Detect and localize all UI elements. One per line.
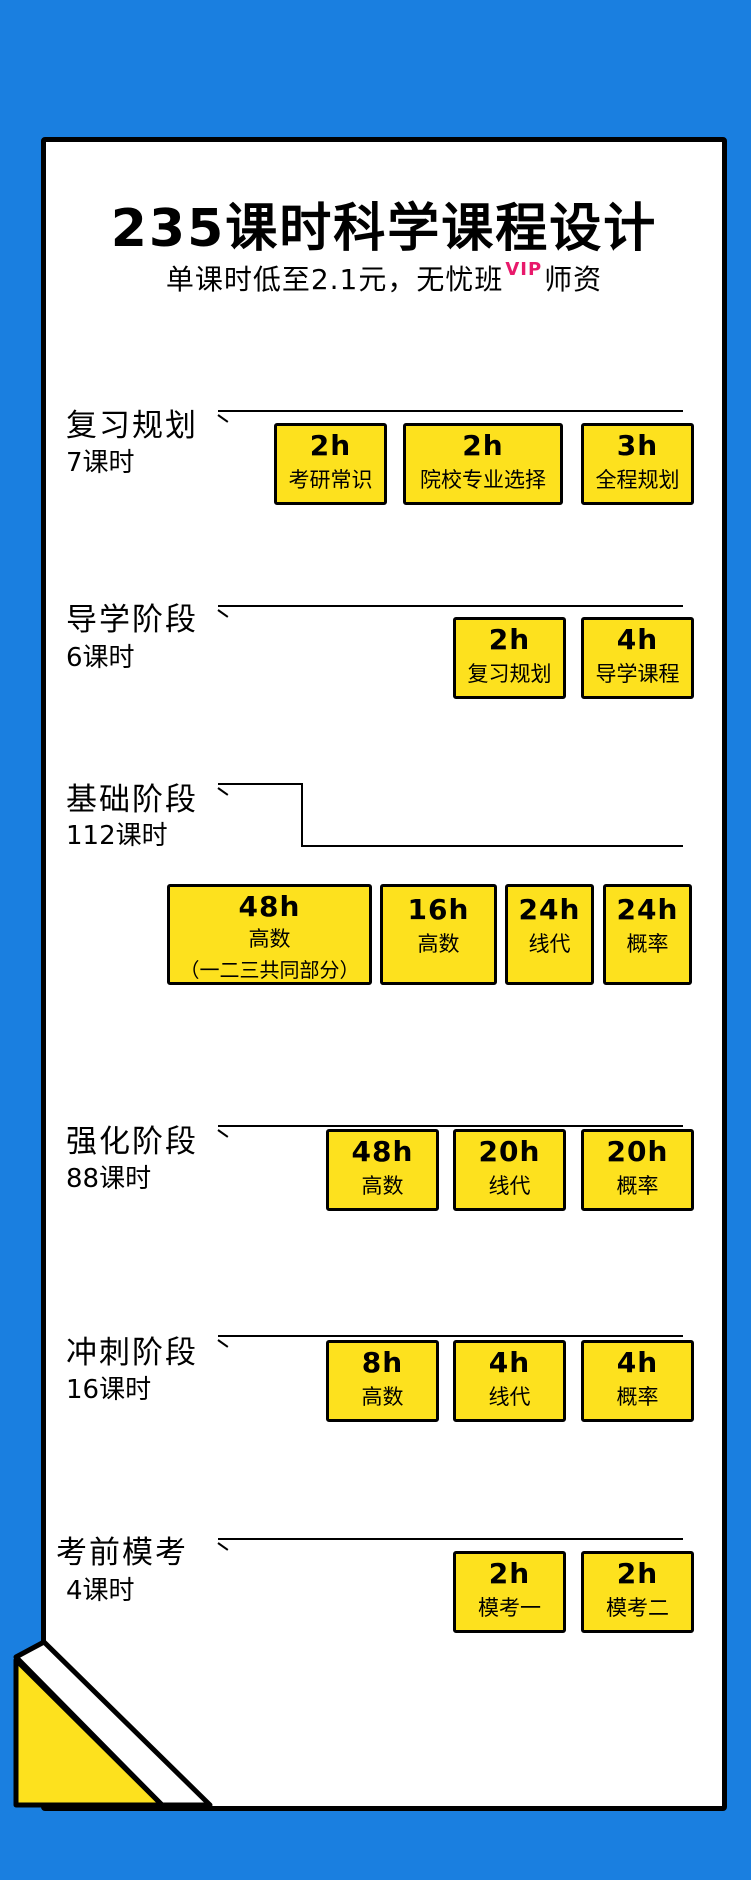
item-name: 线代 <box>528 932 571 956</box>
basic-item-prob: 24h 概率 <box>603 884 692 985</box>
stage-basic-line-step <box>301 783 303 846</box>
stage-strengthen-line <box>218 1125 683 1127</box>
item-name: 高数 <box>361 1174 404 1198</box>
basic-item-math-common: 48h 高数 （一二三共同部分） <box>167 884 372 985</box>
item-name: 模考一 <box>478 1596 541 1620</box>
guide-item-course: 4h 导学课程 <box>581 617 694 699</box>
stage-mock-line <box>218 1538 683 1540</box>
item-hours: 48h <box>351 1135 414 1168</box>
item-hours: 4h <box>488 1346 531 1379</box>
item-hours: 2h <box>488 1557 531 1590</box>
item-name: 复习规划 <box>467 662 552 686</box>
item-name: 高数 <box>361 1385 404 1409</box>
item-hours: 20h <box>478 1135 541 1168</box>
stage-basic-name: 基础阶段 <box>66 782 198 818</box>
item-name: 线代 <box>488 1174 531 1198</box>
stage-guide-name: 导学阶段 <box>66 602 198 638</box>
item-hours: 8h <box>361 1346 404 1379</box>
stage-strengthen-hours: 88课时 <box>66 1164 152 1194</box>
stage-mock-hours: 4课时 <box>66 1576 135 1606</box>
item-hours: 2h <box>309 429 352 462</box>
item-name: 概率 <box>616 1385 659 1409</box>
stage-sprint-line <box>218 1335 683 1337</box>
stage-basic-line-bottom <box>301 845 683 847</box>
item-name: 高数 <box>417 932 460 956</box>
item-hours: 4h <box>616 1346 659 1379</box>
stage-guide-hours: 6课时 <box>66 643 135 673</box>
item-name: 概率 <box>626 932 669 956</box>
stage-basic-hours: 112课时 <box>66 821 168 851</box>
stage-basic-line-top <box>218 783 302 785</box>
item-name: 考研常识 <box>288 468 373 492</box>
sprint-item-linear: 4h 线代 <box>453 1340 566 1422</box>
mock-item-one: 2h 模考一 <box>453 1551 566 1633</box>
stage-sprint-name: 冲刺阶段 <box>66 1335 198 1371</box>
strengthen-item-math: 48h 高数 <box>326 1129 439 1211</box>
sprint-item-math: 8h 高数 <box>326 1340 439 1422</box>
page-title: 235课时科学课程设计 <box>110 199 658 259</box>
stage-review-hours: 7课时 <box>66 448 135 478</box>
item-name: 全程规划 <box>595 468 680 492</box>
item-name: 导学课程 <box>595 662 680 686</box>
item-hours: 24h <box>616 893 679 926</box>
item-hours: 2h <box>616 1557 659 1590</box>
corner-fold-yellow <box>13 1657 165 1808</box>
stage-strengthen-name: 强化阶段 <box>66 1124 198 1160</box>
item-hours: 2h <box>462 429 504 462</box>
stage-sprint-hours: 16课时 <box>66 1375 152 1405</box>
item-name: 高数 <box>248 927 291 951</box>
item-hours: 16h <box>407 893 470 926</box>
review-item-school: 2h 院校专业选择 <box>403 423 563 505</box>
item-hours: 2h <box>488 623 531 656</box>
mock-item-two: 2h 模考二 <box>581 1551 694 1633</box>
stage-review-line <box>218 410 683 412</box>
item-hours: 48h <box>238 890 301 923</box>
review-item-plan: 3h 全程规划 <box>581 423 694 505</box>
vip-badge: VIP <box>505 259 543 280</box>
strengthen-item-prob: 20h 概率 <box>581 1129 694 1211</box>
basic-item-math: 16h 高数 <box>380 884 497 985</box>
item-hours: 24h <box>518 893 581 926</box>
item-hours: 20h <box>606 1135 669 1168</box>
item-hours: 4h <box>616 623 659 656</box>
review-item-common: 2h 考研常识 <box>274 423 387 505</box>
stage-review-name: 复习规划 <box>66 408 198 444</box>
item-hours: 3h <box>616 429 659 462</box>
subtitle-text: 单课时低至2.1元，无忧班 <box>165 263 504 296</box>
item-name: 概率 <box>616 1174 659 1198</box>
stage-mock-name: 考前模考 <box>56 1535 188 1571</box>
item-name: 模考二 <box>606 1596 669 1620</box>
item-name: 院校专业选择 <box>420 468 546 492</box>
basic-item-linear: 24h 线代 <box>505 884 594 985</box>
item-note: （一二三共同部分） <box>179 958 360 982</box>
stage-guide-line <box>218 605 683 607</box>
subtitle-suffix: 师资 <box>544 263 603 296</box>
guide-item-review: 2h 复习规划 <box>453 617 566 699</box>
strengthen-item-linear: 20h 线代 <box>453 1129 566 1211</box>
sprint-item-prob: 4h 概率 <box>581 1340 694 1422</box>
item-name: 线代 <box>488 1385 531 1409</box>
